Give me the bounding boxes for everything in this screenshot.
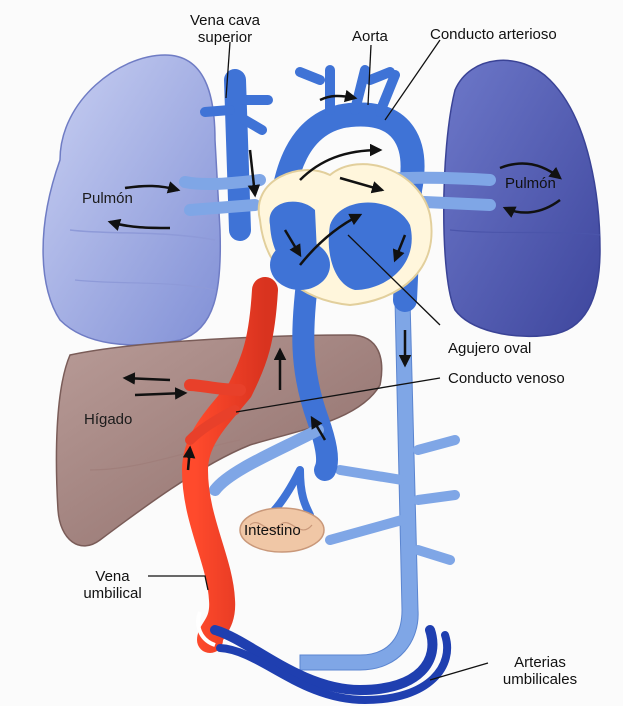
label-vena-umbilical-line2: umbilical: [75, 585, 150, 602]
label-arterias-umbilicales: Arterias umbilicales: [490, 654, 590, 688]
label-vena-cava-line1: Vena cava: [170, 12, 280, 29]
label-pulmon-left: Pulmón: [82, 190, 133, 207]
label-arterias-line2: umbilicales: [490, 671, 590, 688]
label-higado: Hígado: [84, 411, 132, 428]
label-vena-cava: Vena cava superior: [170, 12, 280, 46]
label-conducto-venoso: Conducto venoso: [448, 370, 565, 387]
label-conducto-arterioso: Conducto arterioso: [430, 26, 557, 43]
label-pulmon-right: Pulmón: [505, 175, 556, 192]
label-vena-cava-line2: superior: [170, 29, 280, 46]
label-intestino: Intestino: [244, 522, 301, 539]
label-vena-umbilical: Vena umbilical: [75, 568, 150, 602]
label-aorta: Aorta: [352, 28, 388, 45]
label-vena-umbilical-line1: Vena: [75, 568, 150, 585]
label-arterias-line1: Arterias: [490, 654, 590, 671]
label-agujero-oval: Agujero oval: [448, 340, 531, 357]
